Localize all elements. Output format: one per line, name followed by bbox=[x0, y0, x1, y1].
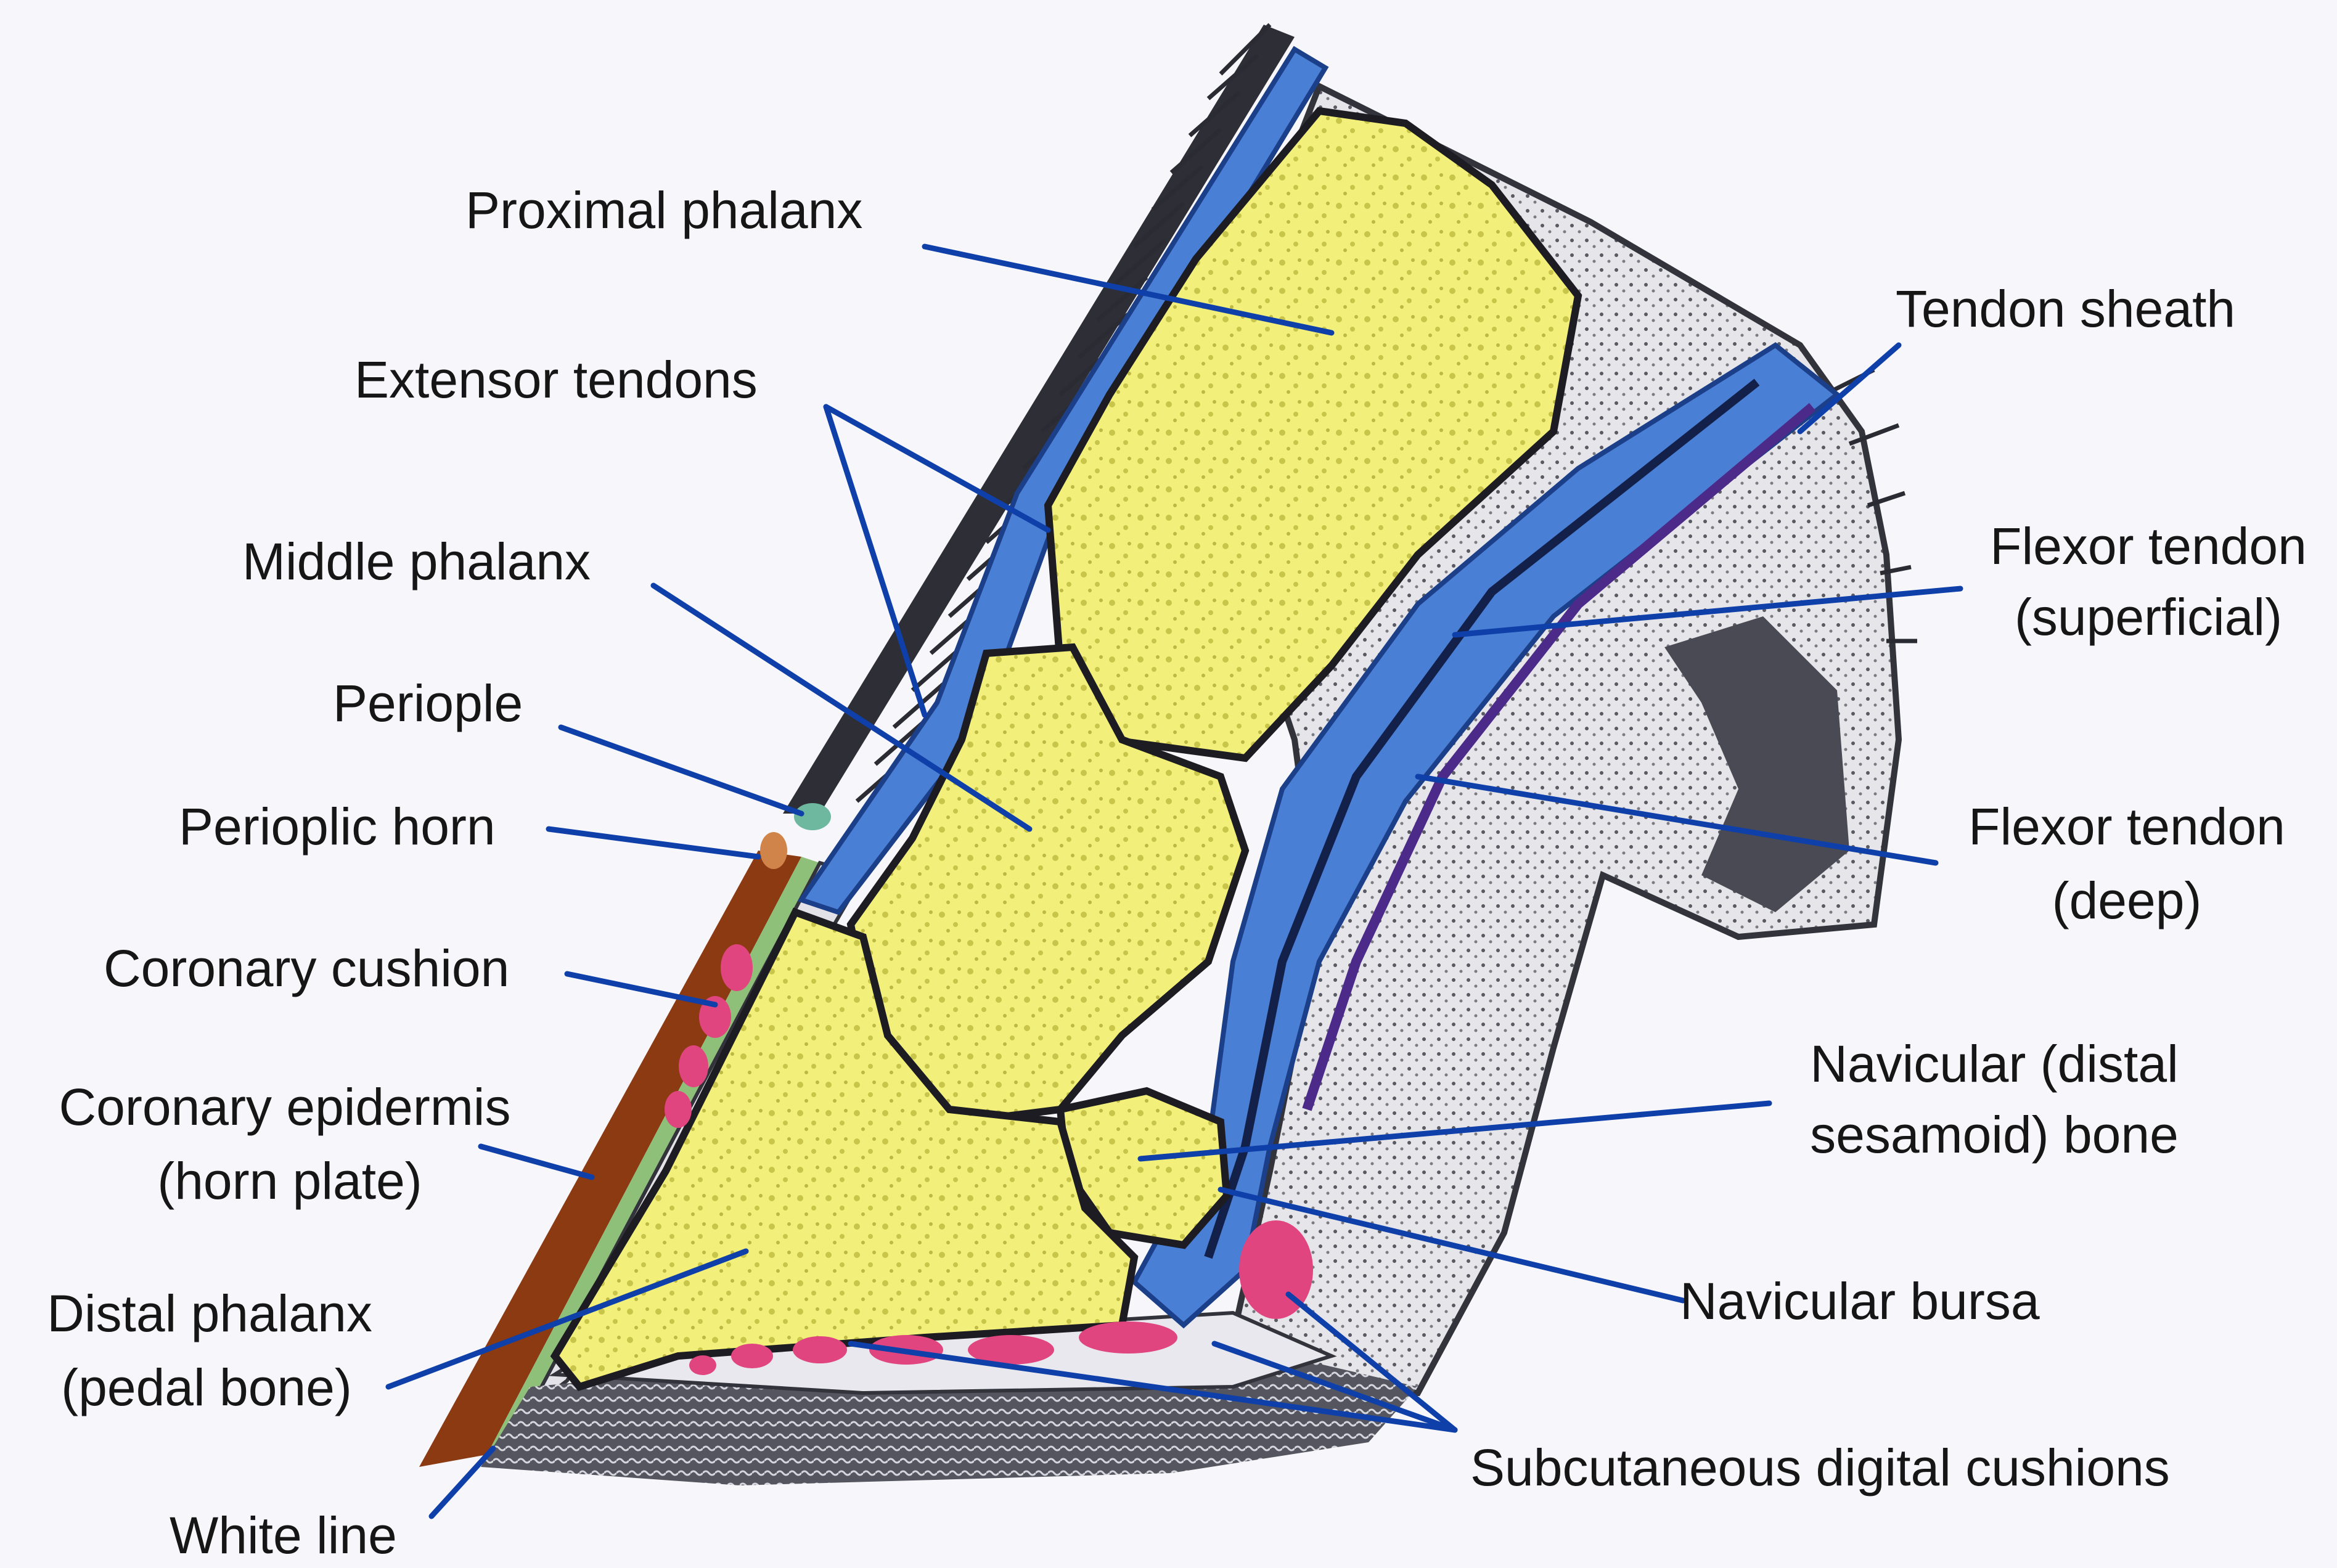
label-flexor-deep-line2: (deep) bbox=[2052, 872, 2202, 929]
label-navicular-bursa: Navicular bursa bbox=[1680, 1272, 2040, 1330]
label-navicular-bone-line1: Navicular (distal bbox=[1810, 1035, 2179, 1093]
label-flexor-superficial-line2: (superficial) bbox=[2015, 588, 2282, 646]
label-middle-phalanx: Middle phalanx bbox=[242, 533, 591, 590]
label-navicular-bone-line2: sesamoid) bone bbox=[1810, 1106, 2179, 1164]
label-distal-phalanx-line2: (pedal bone) bbox=[61, 1358, 352, 1416]
label-coronary-epidermis-line2: (horn plate) bbox=[157, 1152, 422, 1210]
label-extensor-tendons: Extensor tendons bbox=[354, 351, 758, 409]
label-tendon-sheath: Tendon sheath bbox=[1896, 280, 2235, 338]
leader-coronary-epidermis bbox=[481, 1146, 592, 1177]
label-coronary-cushion: Coronary cushion bbox=[104, 939, 509, 997]
label-flexor-deep-line1: Flexor tendon bbox=[1968, 798, 2285, 855]
label-white-line: White line bbox=[170, 1506, 397, 1564]
label-subcutaneous-digital-cushions: Subcutaneous digital cushions bbox=[1470, 1439, 2170, 1497]
perioplic-horn-patch bbox=[760, 832, 787, 869]
leader-periople bbox=[561, 727, 801, 814]
label-distal-phalanx-line1: Distal phalanx bbox=[47, 1284, 372, 1342]
label-proximal-phalanx: Proximal phalanx bbox=[465, 181, 862, 239]
label-flexor-superficial-line1: Flexor tendon bbox=[1990, 517, 2307, 575]
leader-perioplic-horn bbox=[549, 829, 758, 857]
periople-patch bbox=[794, 803, 831, 830]
label-coronary-epidermis-line1: Coronary epidermis bbox=[59, 1078, 511, 1136]
label-periople: Periople bbox=[333, 674, 523, 732]
label-perioplic-horn: Perioplic horn bbox=[179, 798, 496, 855]
